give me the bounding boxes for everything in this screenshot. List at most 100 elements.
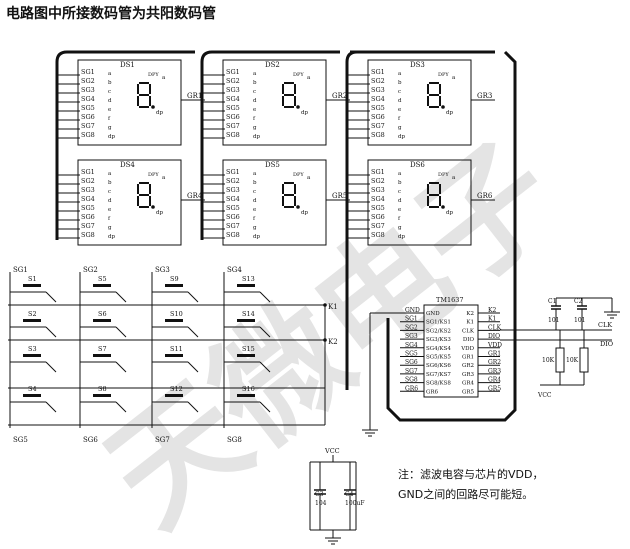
key-diag — [259, 291, 271, 303]
dio-label: DIO — [600, 340, 613, 348]
vcc2-label: VCC — [324, 447, 340, 455]
pin-label: SG1 — [81, 68, 95, 76]
gr-label: GR1 — [187, 92, 202, 100]
key-label: S15 — [242, 345, 255, 353]
resistor — [579, 347, 589, 373]
key-bottom-label: SG6 — [83, 436, 98, 444]
decimal-point — [296, 205, 300, 209]
pin-label: SG8 — [371, 231, 385, 239]
junction-dot — [323, 303, 327, 307]
chip-right-func: GR3 — [462, 372, 475, 378]
segment-letter: g — [108, 225, 112, 231]
pin-label: SG5 — [226, 204, 240, 212]
segment-letter: f — [253, 216, 256, 222]
pin-label: SG8 — [226, 231, 240, 239]
key-diag — [259, 326, 271, 338]
dp-label: dp — [446, 110, 454, 116]
segment-letter: d — [398, 98, 402, 104]
display-name: DS1 — [120, 61, 135, 69]
key-label: S2 — [28, 310, 37, 318]
segment-a: a — [452, 175, 456, 181]
cap-name: C2 — [574, 298, 583, 305]
chip-right-pin: CLK — [488, 324, 502, 331]
chip-right-func: GR1 — [462, 355, 474, 361]
note-line-1: 注：滤波电容与芯片的VDD， — [398, 468, 544, 481]
decimal-point — [151, 205, 155, 209]
pin-label: SG2 — [226, 177, 240, 185]
pin-label: SG6 — [81, 213, 95, 221]
chip-left-func: GR6 — [426, 389, 439, 395]
chip-left-pin: SG7 — [405, 368, 418, 375]
segment-letter: f — [398, 216, 401, 222]
k2-label: K2 — [328, 338, 338, 346]
junction-dot — [323, 338, 327, 342]
pin-label: SG3 — [81, 86, 95, 94]
key-button — [237, 319, 255, 322]
chip-left-func: GND — [426, 311, 440, 317]
pin-label: SG2 — [371, 77, 385, 85]
segment-letter: a — [108, 71, 112, 77]
display-dpy-label: DPY — [438, 172, 449, 178]
key-label: S1 — [28, 275, 37, 283]
cap-value: 100uF — [345, 500, 364, 507]
chip-left-func: SG5/KS5 — [426, 355, 451, 361]
key-diag — [187, 291, 199, 303]
clk-label: CLK — [598, 321, 612, 329]
segment-letter: f — [108, 116, 111, 122]
chip-left-pin: SG6 — [405, 359, 418, 366]
pin-label: SG3 — [226, 86, 240, 94]
chip-left-pin: SG1 — [405, 316, 418, 323]
gr-label: GR4 — [187, 192, 203, 200]
key-bottom-label: SG5 — [13, 436, 28, 444]
key-diag — [115, 361, 127, 373]
key-diag — [187, 361, 199, 373]
ground-symbol — [362, 429, 378, 437]
cap-name: C4 — [345, 491, 354, 498]
chip-left-pin: SG2 — [405, 324, 418, 331]
segment-a: a — [162, 175, 166, 181]
chip-left-pin: SG8 — [405, 377, 418, 384]
chip-right-func: K2 — [466, 311, 474, 317]
chip-right-pin: DIO — [488, 333, 500, 340]
display-name: DS6 — [410, 161, 425, 169]
pin-label: SG3 — [371, 186, 385, 194]
segment-a: a — [307, 175, 311, 181]
key-label: S14 — [242, 310, 255, 318]
chip-right-func: GR2 — [462, 363, 474, 369]
key-diag — [115, 401, 127, 413]
chip-left-pin: SG3 — [405, 333, 418, 340]
key-button — [165, 319, 183, 322]
key-label: S6 — [98, 310, 107, 318]
dp-label: dp — [301, 210, 309, 216]
chip-name: TM1637 — [436, 296, 464, 304]
segment-letter: dp — [398, 134, 406, 140]
key-label: S12 — [170, 385, 183, 393]
pin-label: SG1 — [371, 168, 385, 176]
pin-label: SG3 — [81, 186, 95, 194]
pin-label: SG7 — [226, 122, 240, 130]
key-diag — [115, 326, 127, 338]
pin-label: SG4 — [81, 95, 95, 103]
segment-a: a — [452, 75, 456, 81]
pin-label: SG8 — [81, 131, 95, 139]
res-value: 10K — [566, 357, 579, 364]
pin-label: SG2 — [371, 177, 385, 185]
segment-letter: b — [253, 80, 257, 86]
gr-label: GR6 — [477, 192, 493, 200]
key-label: S11 — [170, 345, 183, 353]
cap-value: 101 — [548, 317, 559, 324]
decimal-point — [441, 105, 445, 109]
segment-letter: g — [253, 225, 257, 231]
decimal-point — [296, 105, 300, 109]
pin-label: SG8 — [81, 231, 95, 239]
key-button — [93, 319, 111, 322]
display-dpy-label: DPY — [438, 72, 449, 78]
segment-letter: d — [253, 198, 257, 204]
key-label: S13 — [242, 275, 255, 283]
key-top-label: SG2 — [83, 266, 98, 274]
key-button — [165, 394, 183, 397]
pin-label: SG6 — [226, 113, 240, 121]
key-label: S9 — [170, 275, 179, 283]
